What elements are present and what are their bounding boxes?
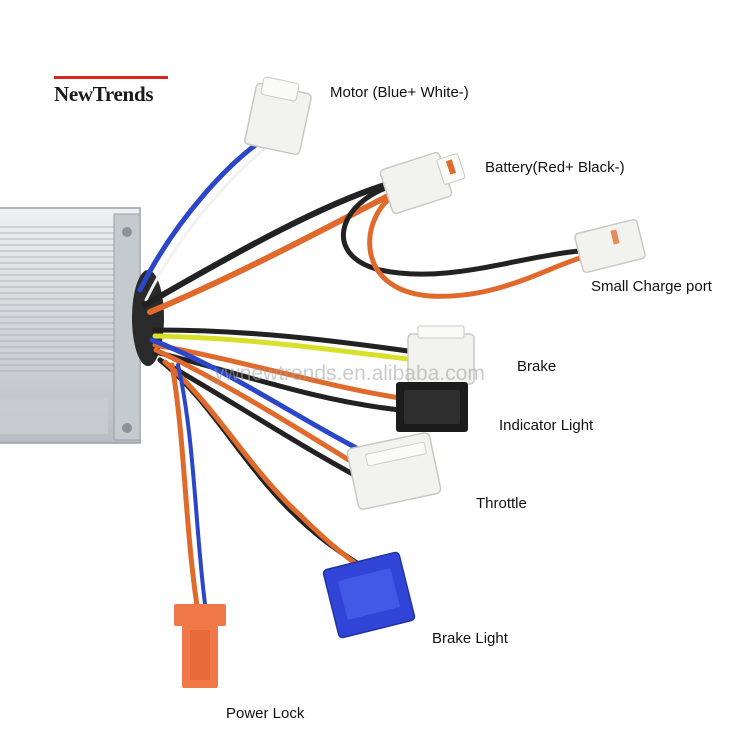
indicator-light-connector [396, 382, 468, 432]
throttle-connector [346, 432, 442, 510]
brand-logo: NewTrends [54, 76, 168, 107]
wire-harness [137, 132, 593, 615]
logo-text: NewTrends [54, 82, 154, 106]
battery-connector [379, 151, 466, 215]
brake-light-connector [322, 551, 416, 639]
label-brake-light: Brake Light [432, 630, 508, 647]
label-indicator-light: Indicator Light [499, 417, 594, 434]
logo-accent-bar [54, 76, 168, 79]
label-battery: Battery(Red+ Black-) [485, 159, 625, 176]
watermark-text: ywnewtrends.en.alibaba.com [214, 362, 485, 385]
label-power-lock: Power Lock [226, 705, 305, 722]
small-charge-connector [574, 218, 646, 274]
label-small-charge-port: Small Charge port [591, 278, 712, 295]
label-motor: Motor (Blue+ White-) [330, 84, 469, 101]
label-throttle: Throttle [476, 495, 527, 512]
power-lock-connector [174, 604, 226, 688]
controller-housing [0, 207, 141, 444]
motor-connector [244, 76, 312, 156]
label-brake: Brake [517, 358, 557, 375]
